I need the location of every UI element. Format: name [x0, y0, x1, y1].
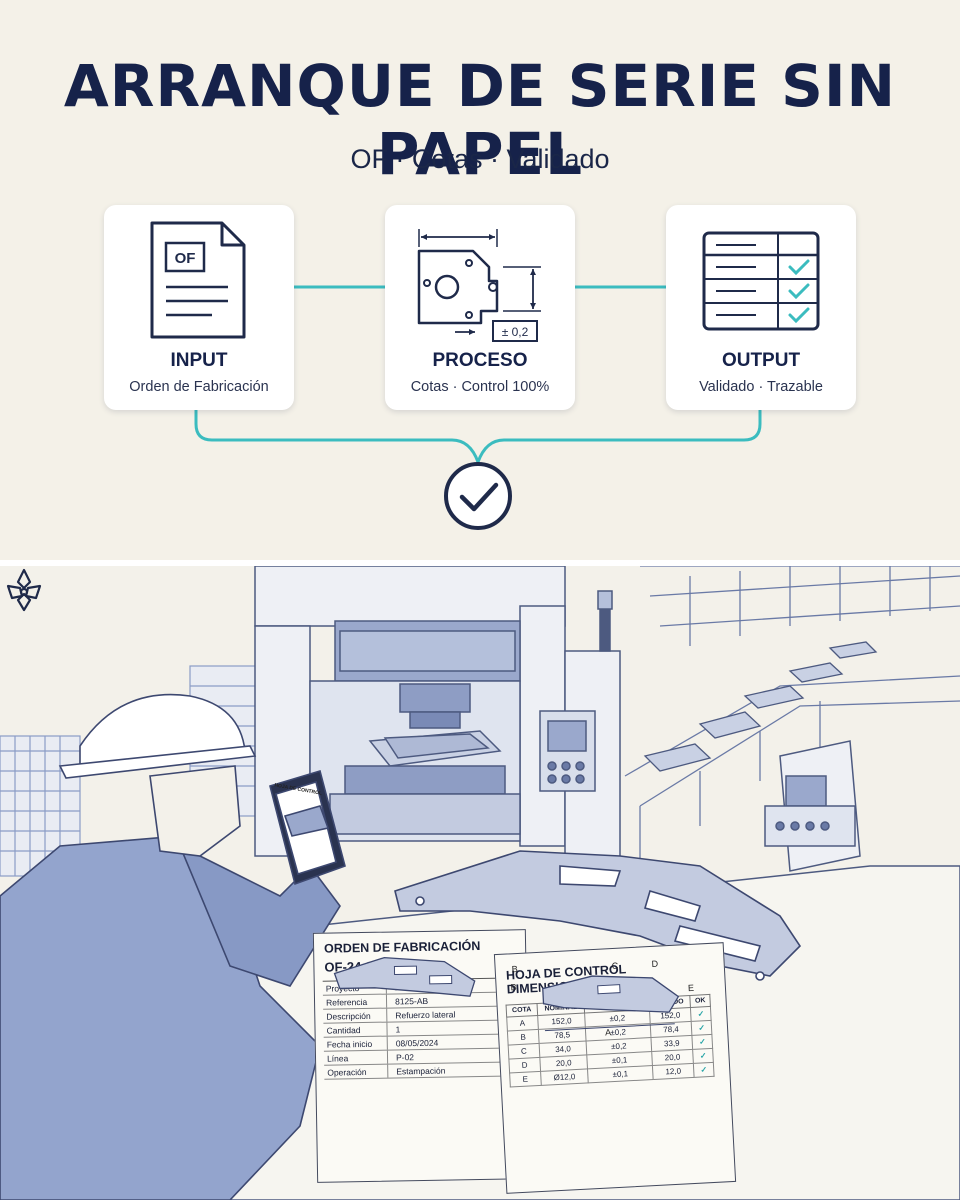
- flow-card-process-label: PROCESO: [432, 350, 528, 371]
- page-title: ARRANQUE DE SERIE SIN PAPEL: [63, 52, 897, 188]
- brand-logo-icon: [6, 568, 42, 612]
- worker-figure: [0, 693, 346, 1200]
- orden-fabricacion-sheet: ORDEN DE FABRICACIÓN OF-24-0875 Proyecto…: [312, 929, 531, 1183]
- tolerance-label: ± 0,2: [502, 325, 529, 339]
- ok-check-icon: ✓: [692, 1034, 713, 1050]
- conveyor-line: [624, 566, 960, 866]
- drawing-label: E: [688, 983, 695, 993]
- drawing-label: C: [611, 961, 619, 971]
- flow-card-process: ± 0,2 PROCESO Cotas · Control 100%: [385, 205, 575, 410]
- document-icon: OF: [150, 221, 246, 339]
- factory-illustration: HOJA DE CONTROL ORDEN DE FABRICACIÓN OF-…: [0, 566, 960, 1200]
- check-circle-icon: [444, 462, 512, 530]
- drawing-label: D: [651, 959, 659, 969]
- flow-card-input-desc: Orden de Fabricación: [129, 379, 269, 395]
- flow-card-input-label: INPUT: [170, 350, 228, 371]
- flow-card-output-label: OUTPUT: [721, 350, 801, 371]
- drawing-label: A: [605, 1027, 612, 1037]
- section-divider: [0, 560, 960, 566]
- of-badge-text: OF: [175, 250, 196, 267]
- drawing-label: B: [510, 982, 517, 992]
- hoja-part-drawing: B B C D E A: [510, 959, 695, 1038]
- dimension-drawing-icon: ± 0,2: [417, 229, 541, 342]
- flow-card-input: OF INPUT Orden de Fabricación: [104, 205, 294, 410]
- flow-card-process-desc: Cotas · Control 100%: [410, 379, 550, 395]
- page-subtitle: OF · Cotas · Validado: [350, 144, 610, 174]
- right-terminal: [764, 740, 861, 872]
- ok-check-icon: ✓: [693, 1062, 715, 1078]
- hoja-control-sheet: HOJA DE CONTROL DIMENSIONAL COTANOMINALT…: [493, 942, 737, 1194]
- drawing-label: B: [511, 964, 518, 974]
- flow-card-output-desc: Validado · Trazable: [699, 379, 823, 395]
- flow-card-output: OUTPUT Validado · Trazable: [666, 205, 856, 410]
- orden-part-sketch: [333, 956, 476, 997]
- hero-section: ARRANQUE DE SERIE SIN PAPEL OF · Cotas ·…: [0, 0, 960, 560]
- checklist-icon: [702, 231, 820, 331]
- flow-connectors: [194, 285, 762, 530]
- ok-check-icon: ✓: [692, 1048, 714, 1064]
